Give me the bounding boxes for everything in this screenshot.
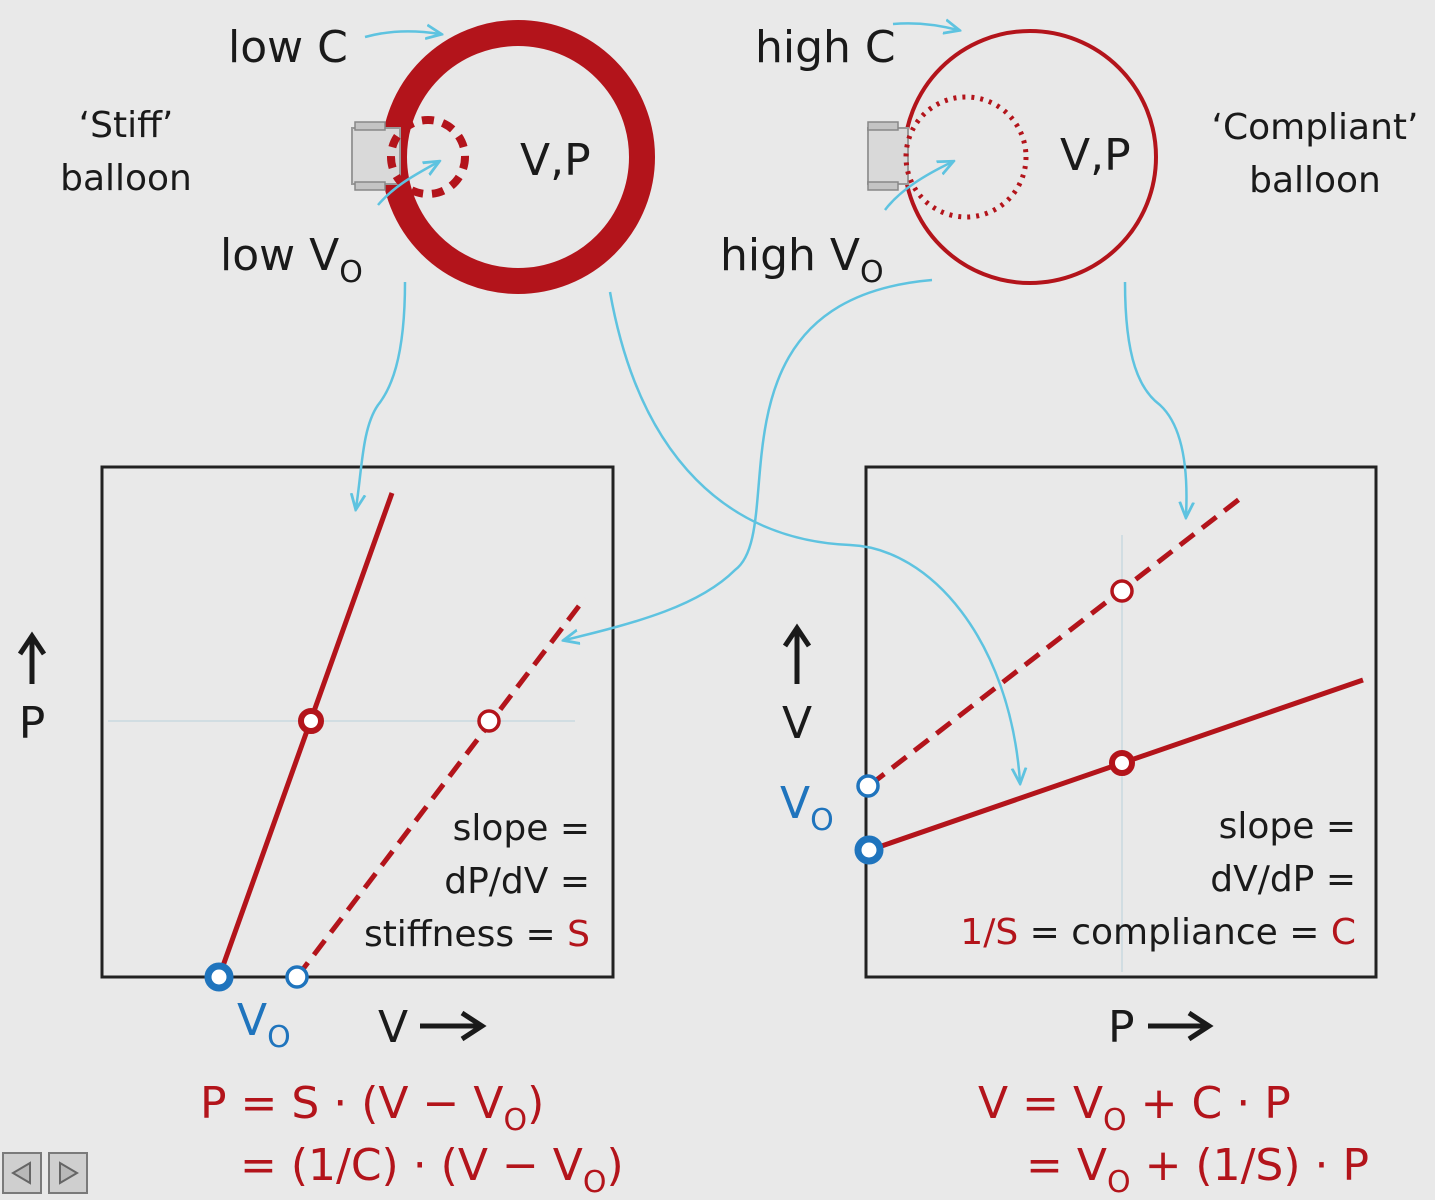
stiff-balloon bbox=[351, 20, 655, 294]
next-slide-button[interactable] bbox=[48, 1152, 88, 1194]
arrow-stiff-to-vp bbox=[608, 291, 1020, 782]
compliant-balloon-nozzle bbox=[867, 127, 909, 185]
pv-equation-line1: P = S · (V − VO) bbox=[200, 1078, 544, 1138]
vp-vo-stiff-point bbox=[854, 835, 884, 865]
compliant-vo-label: high VO bbox=[720, 230, 884, 290]
vp-x-axis-arrow bbox=[1148, 1010, 1214, 1042]
arrow-high-vo bbox=[884, 162, 952, 211]
previous-slide-button[interactable] bbox=[2, 1152, 42, 1194]
vp-y-axis-arrow bbox=[782, 623, 812, 684]
pv-annotation-line3: stiffness = S bbox=[364, 914, 590, 955]
vp-annotation-line2: dV/dP = bbox=[1210, 859, 1356, 900]
vp-vo-compliant-point bbox=[856, 774, 880, 798]
compliant-vp-label: V,P bbox=[1060, 130, 1131, 181]
pv-compliant-point bbox=[477, 709, 501, 733]
pv-annotation-line1: slope = bbox=[453, 808, 590, 849]
compliant-balloon bbox=[867, 29, 1158, 285]
triangle-left-icon bbox=[11, 1161, 31, 1185]
arrow-low-c bbox=[364, 31, 440, 37]
vp-stiff-point bbox=[1109, 750, 1135, 776]
stiff-vo-dotted-circle bbox=[387, 116, 469, 198]
compliant-c-label: high C bbox=[755, 22, 896, 73]
pv-x-axis-arrow bbox=[420, 1010, 487, 1042]
pv-stiff-line bbox=[216, 492, 395, 978]
triangle-right-icon bbox=[59, 1161, 79, 1185]
vp-compliant-dashed-line bbox=[868, 492, 1248, 787]
pv-equation-line2: = (1/C) · (V − VO) bbox=[240, 1140, 624, 1200]
pv-compliant-dashed-line bbox=[295, 596, 587, 979]
stiff-desc-line2: balloon bbox=[60, 158, 192, 199]
stiff-desc-line1: ‘Stiff’ bbox=[79, 105, 174, 146]
vp-y-axis-label: V bbox=[782, 698, 812, 749]
pv-stiff-point bbox=[298, 708, 324, 734]
arrow-compliant-to-pv bbox=[565, 278, 933, 640]
pv-vo-label: VO bbox=[237, 995, 291, 1055]
arrow-low-vo bbox=[377, 162, 438, 206]
compliant-desc-line2: balloon bbox=[1249, 160, 1381, 201]
pv-y-axis-label: P bbox=[19, 698, 46, 749]
chart-pv-frame bbox=[100, 465, 615, 979]
compliant-desc-line1: ‘Compliant’ bbox=[1212, 107, 1419, 148]
pv-annotation-line2: dP/dV = bbox=[444, 861, 590, 902]
arrow-stiff-to-pv bbox=[356, 281, 407, 508]
arrow-high-c bbox=[892, 23, 958, 30]
vp-equation-line1: V = VO + C · P bbox=[978, 1078, 1291, 1138]
arrow-compliant-to-vp bbox=[1123, 281, 1187, 516]
pv-y-axis-arrow bbox=[17, 631, 47, 684]
vp-vo-label: VO bbox=[780, 778, 834, 838]
stiff-c-label: low C bbox=[228, 22, 348, 73]
pv-vo-compliant-point bbox=[285, 965, 309, 989]
vp-annotation-line3: 1/S = compliance = C bbox=[960, 912, 1356, 953]
vp-equation-line2: = VO + (1/S) · P bbox=[1026, 1140, 1369, 1200]
vp-compliant-point bbox=[1110, 579, 1134, 603]
stiff-vo-label: low VO bbox=[220, 230, 363, 290]
pv-x-axis-label: V bbox=[378, 1002, 408, 1053]
connector-arrows bbox=[356, 23, 1187, 782]
compliant-vo-dotted-circle bbox=[903, 94, 1029, 220]
chart-vp-frame bbox=[864, 465, 1378, 979]
stiff-vp-label: V,P bbox=[520, 135, 591, 186]
vp-annotation-line1: slope = bbox=[1219, 806, 1356, 847]
pv-vo-stiff-point bbox=[204, 962, 234, 992]
vp-x-axis-label: P bbox=[1108, 1002, 1135, 1053]
